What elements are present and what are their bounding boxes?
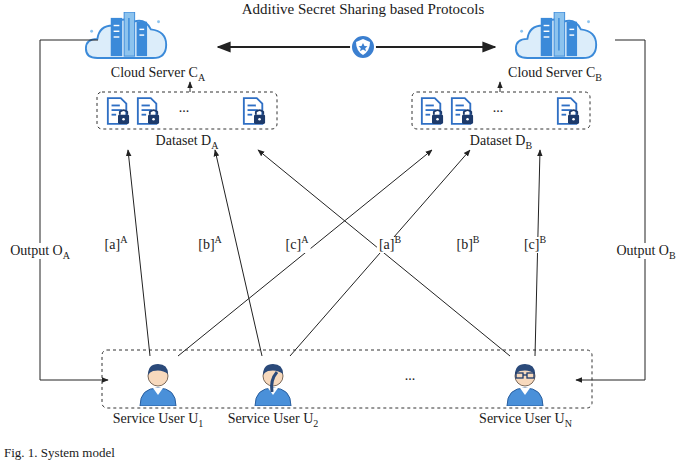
encrypted-document-icon: [244, 98, 265, 124]
encrypted-document-icon: [108, 98, 129, 124]
cloud-server-icon: [516, 12, 596, 58]
edge-label: [b]B: [455, 237, 482, 253]
ellipsis-label: ...: [493, 100, 504, 116]
node-label: Service User U2: [228, 411, 319, 428]
encrypted-document-icon: [452, 98, 473, 124]
data-arrow: [258, 150, 510, 356]
cloud-server-icon: [86, 12, 166, 58]
data-arrow: [215, 150, 262, 356]
edge-label: [a]A: [103, 237, 130, 253]
data-arrow: [500, 82, 501, 92]
service-user: Service User U1: [108, 356, 208, 428]
user-glasses: [516, 373, 534, 378]
figure-caption: Fig. 1. System model: [4, 445, 115, 460]
ellipsis-label: ...: [405, 368, 416, 384]
node-label: Cloud Server CB: [508, 65, 602, 82]
encrypted-document-icon: [558, 98, 579, 124]
dataset-outline: [97, 92, 277, 129]
node-label: Service User U1: [113, 411, 204, 428]
data-arrow: [576, 40, 645, 380]
user-icon: [140, 364, 176, 406]
encrypted-document-icon: [422, 98, 443, 124]
node-label: Service User UN: [479, 411, 572, 428]
edge-label: [a]B: [377, 237, 403, 253]
data-arrow: [190, 82, 191, 92]
edge-label: [c]B: [522, 237, 548, 253]
dataset-outline: [412, 92, 590, 129]
edge-label: Output OA: [8, 243, 72, 259]
ellipsis-label: ...: [179, 100, 190, 116]
data-arrow: [178, 150, 432, 356]
edge-label: [b]A: [196, 237, 224, 253]
data-arrow: [535, 150, 540, 356]
user-hair: [272, 372, 277, 392]
edge-label: Output OB: [614, 243, 677, 259]
encrypted-document-icon: [138, 98, 159, 124]
edge-label: [c]A: [284, 237, 311, 253]
node-label: Dataset DB: [470, 133, 532, 150]
data-arrow: [128, 150, 150, 356]
cloud-server: Cloud Server CA: [98, 8, 218, 82]
user-icon: [255, 364, 291, 406]
data-arrow: [290, 150, 470, 356]
data-arrow: [40, 40, 108, 380]
shield-icon: [351, 35, 375, 59]
user-icon: [507, 364, 543, 406]
node-label: Cloud Server CA: [111, 65, 205, 82]
node-label: Dataset DA: [156, 133, 219, 150]
service-user: Service User UN: [475, 356, 576, 428]
cloud-server: Cloud Server CB: [495, 8, 615, 82]
user-group-outline: [102, 350, 592, 408]
diagram-title: Additive Secret Sharing based Protocols: [242, 1, 484, 17]
service-user: Service User U2: [223, 356, 323, 428]
